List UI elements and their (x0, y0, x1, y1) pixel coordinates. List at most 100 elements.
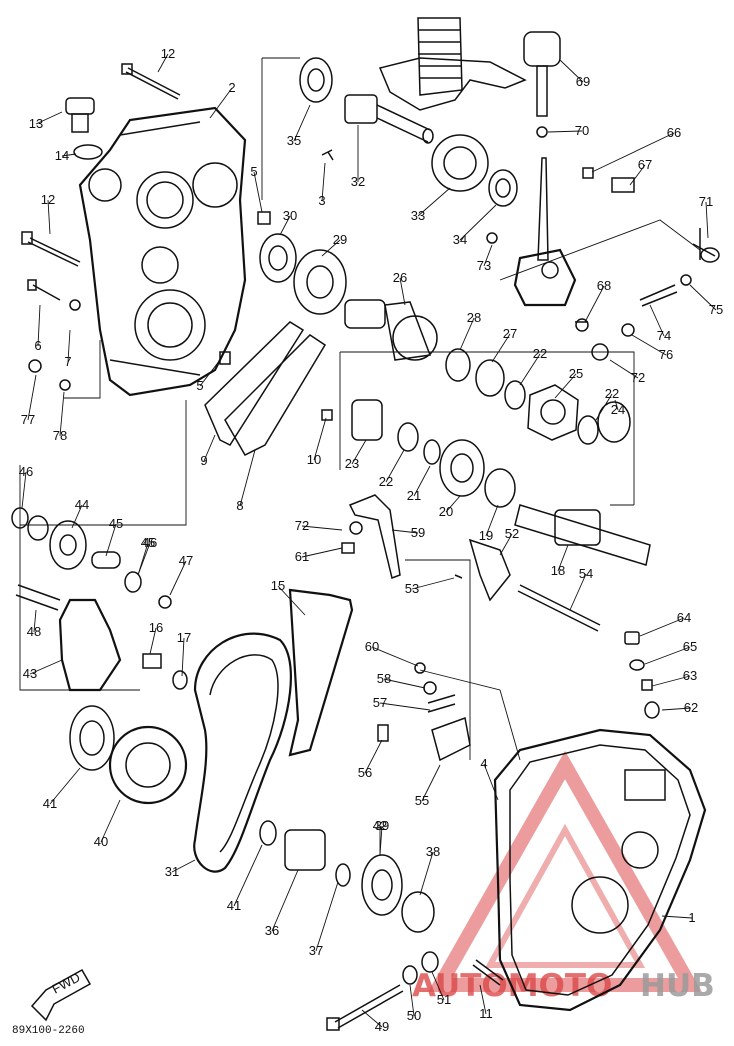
callout-43: 43 (23, 666, 37, 681)
leader-43 (29, 659, 63, 675)
callout-46: 46 (19, 464, 33, 479)
callout-47: 47 (179, 553, 193, 568)
callout-21: 21 (407, 488, 421, 503)
callout-8: 8 (236, 498, 243, 513)
callout-56: 56 (358, 765, 372, 780)
callout-34: 34 (453, 232, 467, 247)
callout-74: 74 (657, 328, 671, 343)
leader-61 (301, 547, 343, 558)
callout-65: 65 (683, 639, 697, 654)
leader-65 (644, 646, 691, 665)
leader-25 (554, 373, 577, 399)
callout-77: 77 (21, 412, 35, 427)
shift-lever-assembly (486, 157, 720, 361)
callout-67: 67 (638, 157, 652, 172)
group-outlines (19, 57, 701, 761)
callout-23: 23 (345, 456, 359, 471)
leader-41 (49, 767, 81, 805)
callout-45: 45 (141, 535, 155, 550)
leader-55 (421, 764, 441, 802)
callout-73: 73 (477, 258, 491, 273)
callout-13: 13 (29, 116, 43, 131)
leader-56 (364, 739, 383, 774)
callout-41: 41 (43, 796, 57, 811)
bearing-41-gear-38 (69, 705, 188, 805)
callout-62: 62 (684, 700, 698, 715)
callout-60: 60 (365, 639, 379, 654)
output-shaft-18 (514, 504, 651, 566)
leader-9 (203, 434, 216, 462)
callout-54: 54 (579, 566, 593, 581)
leader-60 (371, 646, 419, 667)
leader-37 (315, 881, 339, 952)
callout-48: 48 (27, 624, 41, 639)
leader-46 (137, 542, 151, 576)
callout-28: 28 (467, 310, 481, 325)
callout-12: 12 (161, 46, 175, 61)
leader-63 (651, 675, 691, 687)
callout-19: 19 (479, 528, 493, 543)
leader-45 (105, 523, 117, 557)
callout-22: 22 (533, 346, 547, 361)
leader-16 (149, 627, 157, 655)
leader-22 (519, 353, 541, 386)
callout-53: 53 (405, 581, 419, 596)
callout-42: 42 (373, 818, 387, 833)
chain-31 (193, 588, 354, 873)
callout-51: 51 (437, 992, 451, 1007)
callout-32: 32 (351, 174, 365, 189)
callout-40: 40 (94, 834, 108, 849)
leader-13 (35, 111, 63, 125)
callout-17: 17 (177, 630, 191, 645)
callout-44: 44 (75, 497, 89, 512)
callout-75: 75 (709, 302, 723, 317)
callout-11: 11 (479, 1006, 493, 1021)
leader-72 (609, 359, 639, 379)
leader-23 (351, 439, 367, 465)
sprocket-25 (527, 384, 631, 445)
leader-33 (417, 187, 451, 217)
callout-66: 66 (667, 125, 681, 140)
bottom-bolts (326, 951, 504, 1031)
drive-shaft-26 (344, 299, 526, 410)
leader-73 (483, 244, 493, 267)
callout-20: 20 (439, 504, 453, 519)
leader-14 (61, 153, 77, 157)
gear-row-lower (351, 399, 516, 508)
leader-22 (595, 393, 613, 421)
callout-3: 3 (318, 193, 325, 208)
callout-72: 72 (631, 370, 645, 385)
leader-11 (479, 984, 487, 1015)
rubber-boot (378, 17, 527, 111)
leader-10 (313, 417, 327, 461)
leader-67 (629, 164, 646, 186)
leader-2 (209, 87, 233, 119)
leader-20 (445, 495, 461, 513)
leader-3 (321, 162, 326, 202)
callout-50: 50 (407, 1008, 421, 1023)
callout-46: 46 (143, 535, 157, 550)
leader-49 (361, 1009, 383, 1028)
leader-41 (233, 844, 263, 907)
callout-2: 2 (228, 80, 235, 95)
callout-76: 76 (659, 347, 673, 362)
leader-5 (253, 171, 263, 213)
leader-71 (705, 201, 709, 239)
callout-78: 78 (53, 428, 67, 443)
leader-29 (321, 239, 341, 257)
callout-37: 37 (309, 943, 323, 958)
callout-25: 25 (569, 366, 583, 381)
callout-18: 18 (551, 563, 565, 578)
watermark: AUTOMOTO HUB (412, 750, 715, 1004)
leader-31 (171, 859, 196, 873)
callout-58: 58 (377, 671, 391, 686)
leader-68 (584, 285, 605, 323)
callout-27: 27 (503, 326, 517, 341)
callout-16: 16 (149, 620, 163, 635)
bolts (21, 63, 334, 421)
leader-74 (649, 304, 665, 337)
leader-51 (431, 971, 445, 1001)
leader-44 (71, 504, 83, 529)
